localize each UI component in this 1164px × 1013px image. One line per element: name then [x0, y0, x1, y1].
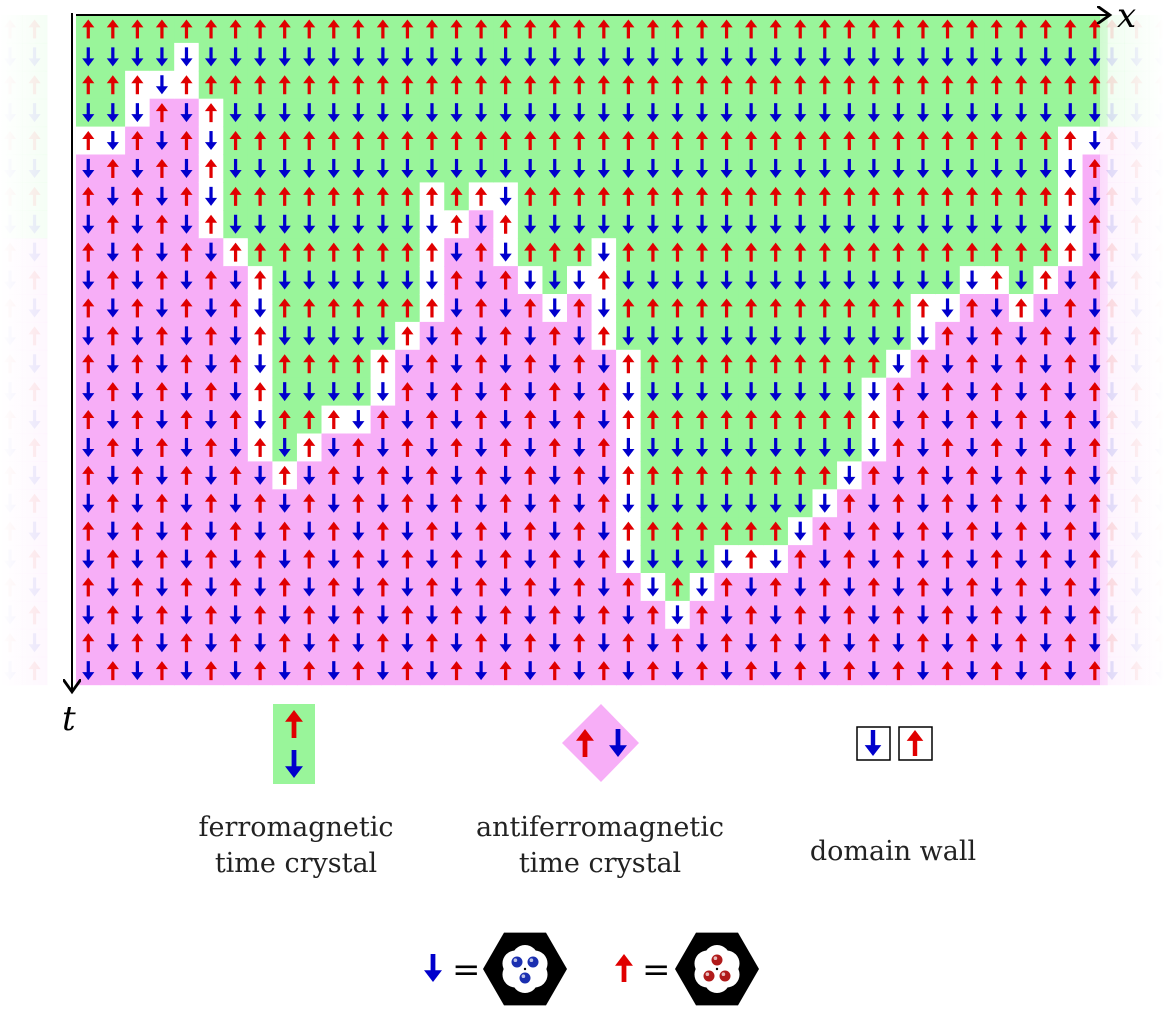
atom [720, 971, 731, 982]
t-axis-label: t [62, 699, 76, 739]
atom [712, 955, 723, 966]
equals-sign-down: = [452, 950, 481, 990]
legend-wall-icon [857, 727, 932, 760]
left-fade [0, 14, 76, 686]
spin-grid [0, 15, 1164, 685]
right-fade [1100, 14, 1164, 686]
x-axis-label: x [1117, 0, 1136, 36]
atom [528, 957, 539, 968]
spin-down-arrow [424, 954, 442, 982]
legend-antiferro-line1: antiferromagnetic [476, 812, 724, 843]
spin-up-arrow-icon [615, 954, 633, 982]
equals-sign-up: = [642, 950, 671, 990]
legend-ferro-icon [273, 704, 315, 784]
antiferro-swatch [562, 704, 639, 782]
legend-ferro-line2: time crystal [215, 848, 377, 879]
blue-atom-hexagon-icon [483, 933, 567, 1006]
red-atom-hexagon-icon [675, 933, 759, 1006]
legend-ferro-line1: ferromagnetic [199, 812, 394, 843]
legend-antiferro-line2: time crystal [519, 848, 681, 879]
atom [704, 971, 715, 982]
atom [512, 957, 523, 968]
spin-down-arrow-icon [424, 954, 442, 982]
legend: ferromagnetic time crystal antiferromagn… [199, 704, 977, 879]
spin-atom-mapping: = = [424, 933, 759, 1006]
spin-up-arrow [615, 954, 633, 982]
atom [520, 973, 531, 984]
legend-wall-label: domain wall [810, 836, 976, 867]
legend-antiferro-icon [562, 704, 639, 782]
